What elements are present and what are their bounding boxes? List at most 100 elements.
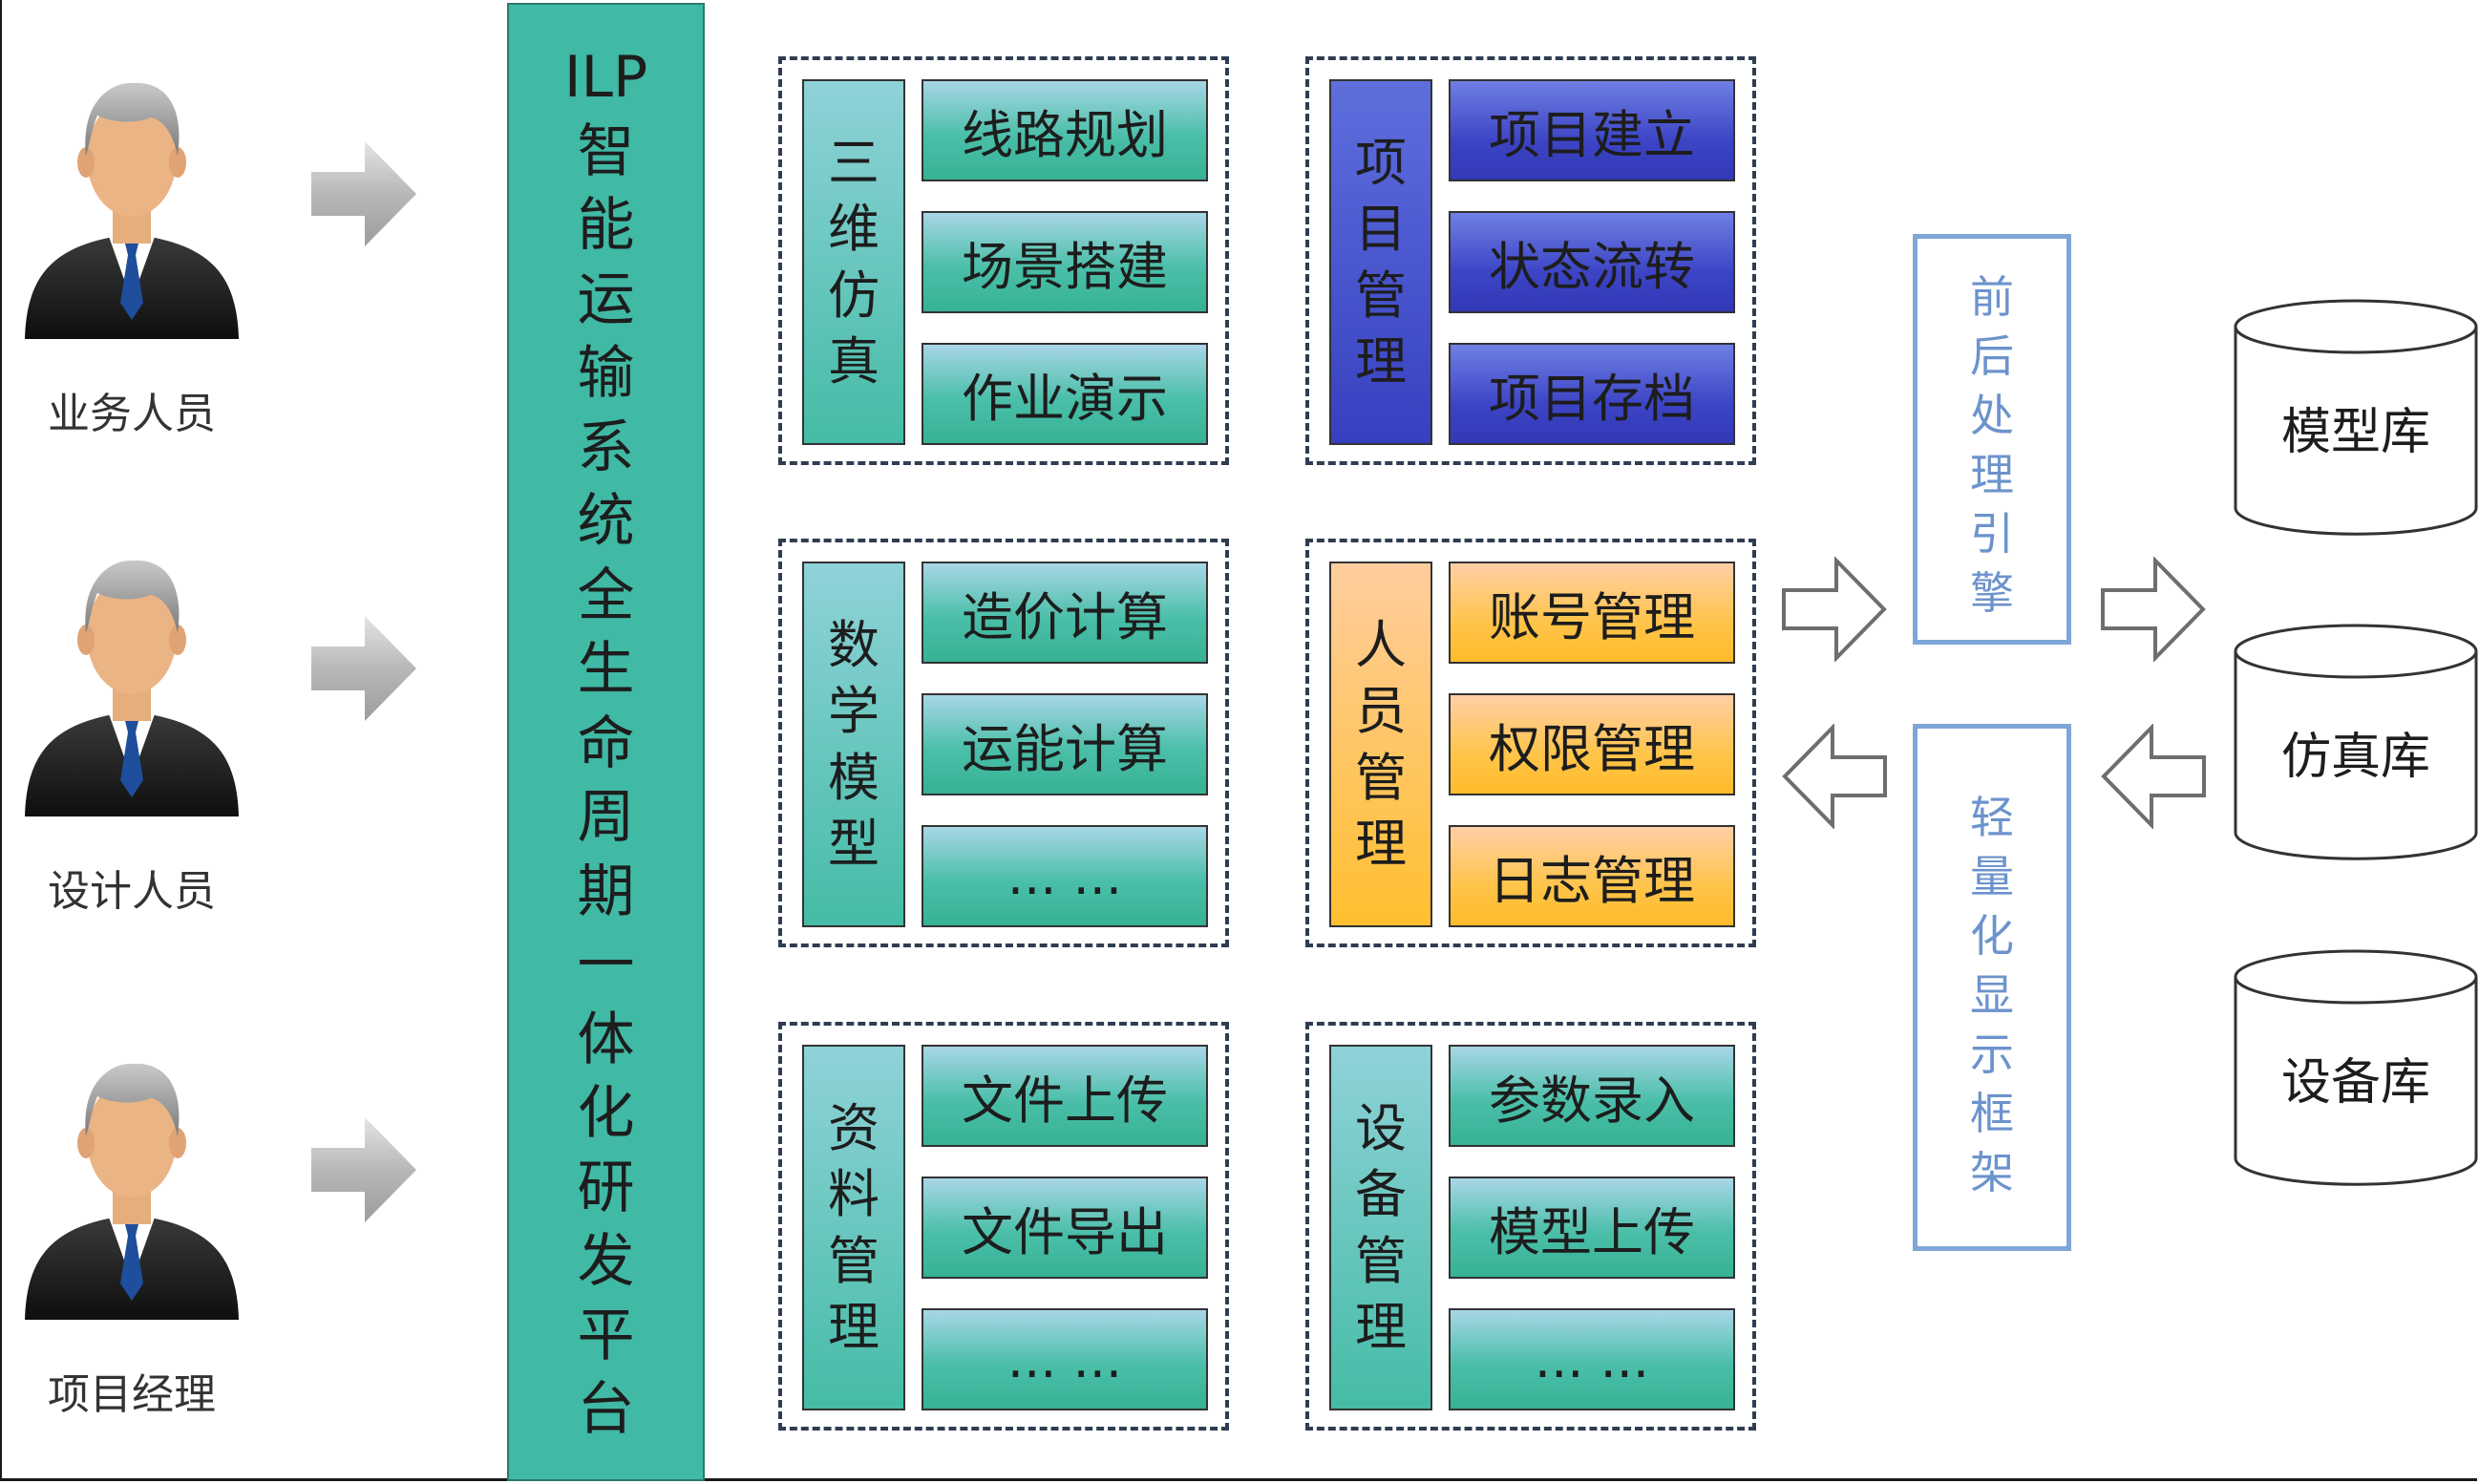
engine-pre-post-processing: 前 后 处 理 引 擎 [1913,234,2071,645]
category-char: 目 [1355,199,1407,260]
module-group-personnel-management: 人 员 管 理 账号管理 权限管理 日志管理 [1305,539,1756,947]
database-cylinder-icon [2234,949,2478,1186]
database-simulation-library: 仿真库 [2233,623,2479,861]
module-group-3d-simulation: 三 维 仿 真 线路规划 场景搭建 作业演示 [778,56,1229,465]
module-item: 模型上传 [1449,1177,1735,1279]
category-char: 理 [1355,1296,1407,1357]
module-item: 作业演示 [922,343,1208,445]
database-label: 仿真库 [2280,729,2430,786]
module-category: 数 学 模 型 [802,562,905,927]
engine-char: 处 [1970,390,2014,441]
platform-title-char: 系 [577,413,635,481]
module-item: 造价计算 [922,562,1208,664]
user-label: 设计人员 [48,867,216,916]
category-char: 备 [1355,1164,1407,1225]
module-item: 项目存档 [1449,343,1735,445]
category-char: 真 [828,330,879,392]
module-item: 运能计算 [922,693,1208,795]
category-char: 管 [828,1230,879,1291]
platform-title-char: ILP [563,44,648,111]
category-char: 数 [828,615,879,676]
platform-title-char: 研 [577,1154,635,1221]
category-char: 项 [1355,133,1407,194]
hollow-arrow-right-icon [1782,557,1887,662]
person-icon [25,1063,239,1320]
platform-title-char: 生 [577,636,635,703]
database-cylinder-icon [2234,624,2478,860]
category-char: 学 [828,681,879,742]
engine-char: 轻 [1970,792,2014,843]
engine-char: 化 [1970,910,2014,962]
module-group-document-management: 资 料 管 理 文件上传 文件导出 ... ... [778,1022,1229,1431]
module-item: 状态流转 [1449,211,1735,313]
engine-char: 量 [1970,851,2014,902]
module-category: 项 目 管 理 [1329,79,1432,445]
user-business: 业务人员 [17,53,246,438]
category-char: 维 [828,199,879,260]
module-group-math-model: 数 学 模 型 造价计算 运能计算 ... ... [778,539,1229,947]
platform-title-char: 智 [577,117,635,185]
category-char: 管 [1355,747,1407,808]
category-char: 人 [1355,615,1407,676]
hollow-arrow-left-icon [2101,724,2206,829]
arrow-right-icon [311,1117,416,1222]
category-char: 理 [1355,330,1407,392]
category-char: 资 [828,1098,879,1159]
category-char: 仿 [828,265,879,326]
module-item: 文件上传 [922,1045,1208,1147]
platform-title-char: 周 [577,784,635,851]
engine-char: 擎 [1970,567,2014,619]
engine-char: 后 [1970,330,2014,382]
platform-title-char: 全 [577,562,635,629]
platform-title-char: 一 [577,932,635,999]
category-char: 管 [1355,265,1407,326]
platform-column: ILP 智 能 运 输 系 统 全 生 命 周 期 一 体 化 研 发 平 台 [507,3,705,1481]
module-group-project-management: 项 目 管 理 项目建立 状态流转 项目存档 [1305,56,1756,465]
engine-char: 理 [1970,449,2014,500]
module-item: 文件导出 [922,1177,1208,1279]
database-model-library: 模型库 [2233,298,2479,537]
platform-title-char: 能 [577,192,635,259]
platform-title: ILP 智 能 运 输 系 统 全 生 命 周 期 一 体 化 研 发 平 台 [509,41,703,1448]
engine-lightweight-display: 轻 量 化 显 示 框 架 [1913,724,2071,1251]
platform-title-char: 期 [577,858,635,925]
module-item: 权限管理 [1449,693,1735,795]
engine-char: 架 [1970,1147,2014,1198]
hollow-arrow-right-icon [2101,557,2206,662]
category-char: 设 [1355,1098,1407,1159]
hollow-arrow-left-icon [1782,724,1887,829]
category-char: 型 [828,813,879,874]
category-char: 理 [1355,813,1407,874]
engine-char: 引 [1970,508,2014,560]
engine-char: 显 [1970,969,2014,1021]
module-item: ... ... [922,825,1208,927]
platform-title-char: 命 [577,710,635,777]
person-icon [25,82,239,339]
person-icon [25,560,239,816]
arrow-right-icon [311,616,416,721]
module-group-equipment-management: 设 备 管 理 参数录入 模型上传 ... ... [1305,1022,1756,1431]
category-char: 管 [1355,1230,1407,1291]
user-label: 项目经理 [48,1370,216,1419]
category-char: 料 [828,1164,879,1225]
platform-title-char: 平 [577,1302,635,1369]
module-category: 资 料 管 理 [802,1045,905,1410]
module-category: 设 备 管 理 [1329,1045,1432,1410]
database-cylinder-icon [2234,299,2478,536]
platform-title-char: 体 [577,1006,635,1073]
platform-title-char: 运 [577,265,635,333]
category-char: 模 [828,747,879,808]
module-item: 参数录入 [1449,1045,1735,1147]
module-item: 线路规划 [922,79,1208,181]
user-label: 业务人员 [48,390,216,438]
engine-char: 框 [1970,1088,2014,1139]
platform-title-char: 发 [577,1228,635,1295]
category-char: 员 [1355,681,1407,742]
engine-char: 前 [1970,271,2014,323]
platform-title-char: 统 [577,488,635,555]
module-category: 人 员 管 理 [1329,562,1432,927]
platform-title-char: 台 [577,1376,635,1443]
database-label: 模型库 [2280,404,2430,461]
module-item: 日志管理 [1449,825,1735,927]
